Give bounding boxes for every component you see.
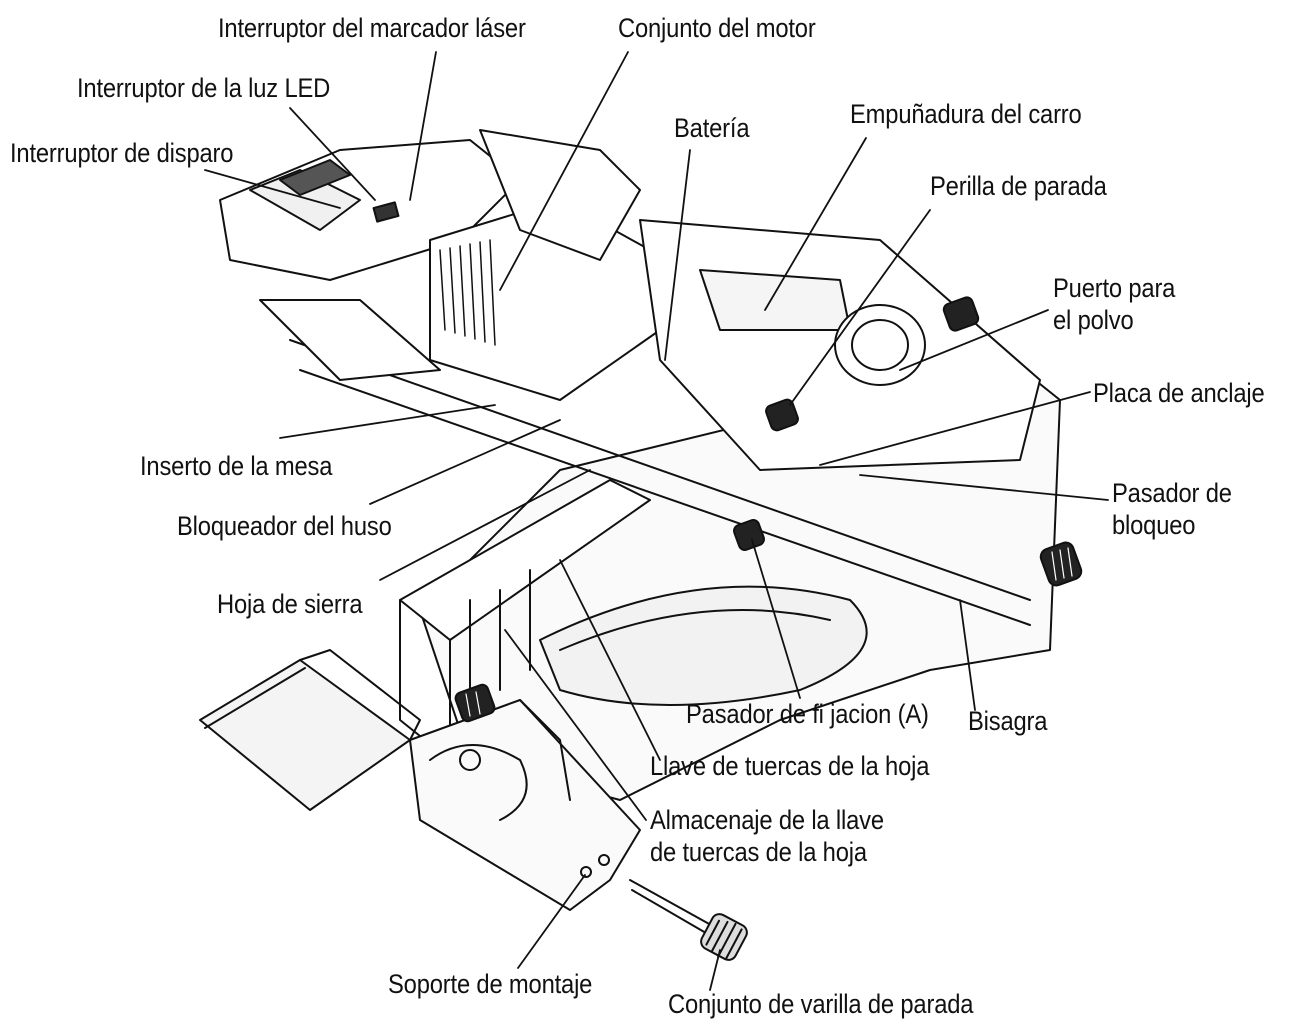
- label-wrench-storage: Almacenaje de la llave de tuercas de la …: [650, 805, 884, 867]
- label-led-switch: Interruptor de la luz LED: [77, 73, 331, 103]
- motor-head: [219, 129, 1041, 471]
- label-lock-pin: Pasador de bloqueo: [1112, 478, 1232, 540]
- label-carriage-handle: Empuñadura del carro: [850, 99, 1082, 129]
- label-stop-knob: Perilla de parada: [930, 171, 1107, 201]
- saw-base: [419, 359, 1061, 801]
- label-hinge: Bisagra: [968, 706, 1048, 736]
- stop-rod: [629, 879, 748, 961]
- front-arm: [409, 699, 641, 911]
- label-mounting-bracket: Soporte de montaje: [388, 969, 593, 999]
- label-fixing-pin-a: Pasador de fi jacion (A): [686, 699, 929, 729]
- label-dust-port: Puerto para el polvo: [1053, 273, 1176, 335]
- label-battery: Batería: [674, 113, 750, 143]
- leader-lines: [204, 51, 1109, 991]
- label-blade-wrench: Llave de tuercas de la hoja: [650, 751, 930, 781]
- knob-ridges: [465, 547, 1073, 717]
- slide-rails: [259, 299, 1031, 626]
- label-table-insert: Inserto de la mesa: [140, 451, 333, 481]
- knobs: [454, 296, 1083, 723]
- label-anchor-plate: Placa de anclaje: [1093, 378, 1265, 408]
- label-spindle-lock: Bloqueador del huso: [177, 511, 392, 541]
- label-trigger-switch: Interruptor de disparo: [10, 138, 234, 168]
- label-motor-assembly: Conjunto del motor: [618, 13, 816, 43]
- left-extension-wing: [199, 649, 421, 811]
- label-stop-rod-assembly: Conjunto de varilla de parada: [668, 989, 974, 1019]
- label-laser-switch: Interruptor del marcador láser: [218, 13, 526, 43]
- label-saw-blade: Hoja de sierra: [217, 589, 363, 619]
